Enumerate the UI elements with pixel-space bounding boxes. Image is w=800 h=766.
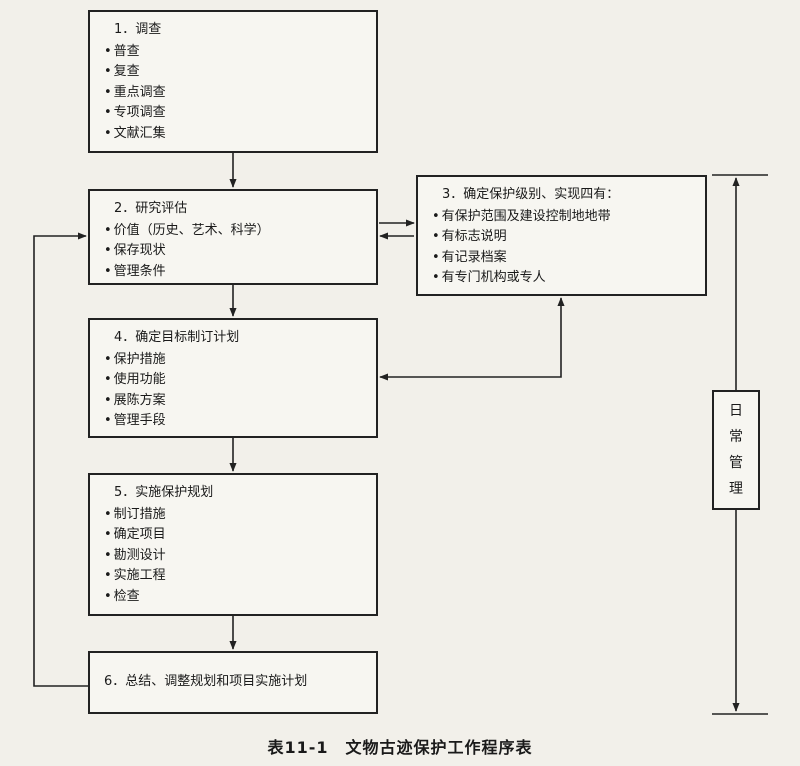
box-heading: 4．确定目标制订计划	[114, 330, 240, 345]
list-item: 文献汇集	[104, 124, 364, 145]
step-investigation-box: 1．调查 普查 复查 重点调查 专项调查 文献汇集	[88, 10, 378, 153]
list-item: 专项调查	[104, 103, 364, 124]
list-item: 确定项目	[104, 525, 364, 546]
side-char: 日	[729, 403, 743, 419]
side-char: 理	[729, 481, 743, 497]
list-item: 价值（历史、艺术、科学）	[104, 221, 364, 242]
list-item: 展陈方案	[104, 391, 364, 412]
list-item: 有保护范围及建设控制地地带	[432, 207, 693, 228]
list-item: 管理手段	[104, 411, 364, 432]
list-item: 检查	[104, 587, 364, 608]
box-heading: 1．调查	[114, 22, 162, 37]
box-heading: 2．研究评估	[114, 201, 188, 216]
side-char: 管	[729, 455, 743, 471]
list-item: 保存现状	[104, 241, 364, 262]
list-item: 重点调查	[104, 83, 364, 104]
list-item: 勘测设计	[104, 546, 364, 567]
step-planning-box: 4．确定目标制订计划 保护措施 使用功能 展陈方案 管理手段	[88, 318, 378, 438]
list-item: 有专门机构或专人	[432, 268, 693, 289]
step-implementation-box: 5．实施保护规划 制订措施 确定项目 勘测设计 实施工程 检查	[88, 473, 378, 616]
list-item: 管理条件	[104, 262, 364, 283]
list-item: 普查	[104, 42, 364, 63]
step-protection-level-box: 3．确定保护级别、实现四有： 有保护范围及建设控制地地带 有标志说明 有记录档案…	[416, 175, 707, 296]
list-item: 制订措施	[104, 505, 364, 526]
arrow-3-to-4	[379, 297, 565, 381]
figure-caption: 表11-1 文物古迹保护工作程序表	[267, 738, 533, 757]
step-summary-box: 6．总结、调整规划和项目实施计划	[88, 651, 378, 714]
box-heading: 3．确定保护级别、实现四有：	[442, 187, 620, 202]
box-heading: 5．实施保护规划	[114, 485, 214, 500]
list-item: 使用功能	[104, 370, 364, 391]
feedback-6-to-2	[33, 232, 88, 687]
list-item: 复查	[104, 62, 364, 83]
list-item: 有标志说明	[432, 227, 693, 248]
step-research-box: 2．研究评估 价值（历史、艺术、科学） 保存现状 管理条件	[88, 189, 378, 285]
box-heading: 6．总结、调整规划和项目实施计划	[104, 673, 308, 689]
side-char: 常	[729, 429, 743, 445]
daily-management-box: 日 常 管 理	[712, 390, 760, 510]
list-item: 实施工程	[104, 566, 364, 587]
list-item: 有记录档案	[432, 248, 693, 269]
list-item: 保护措施	[104, 350, 364, 371]
